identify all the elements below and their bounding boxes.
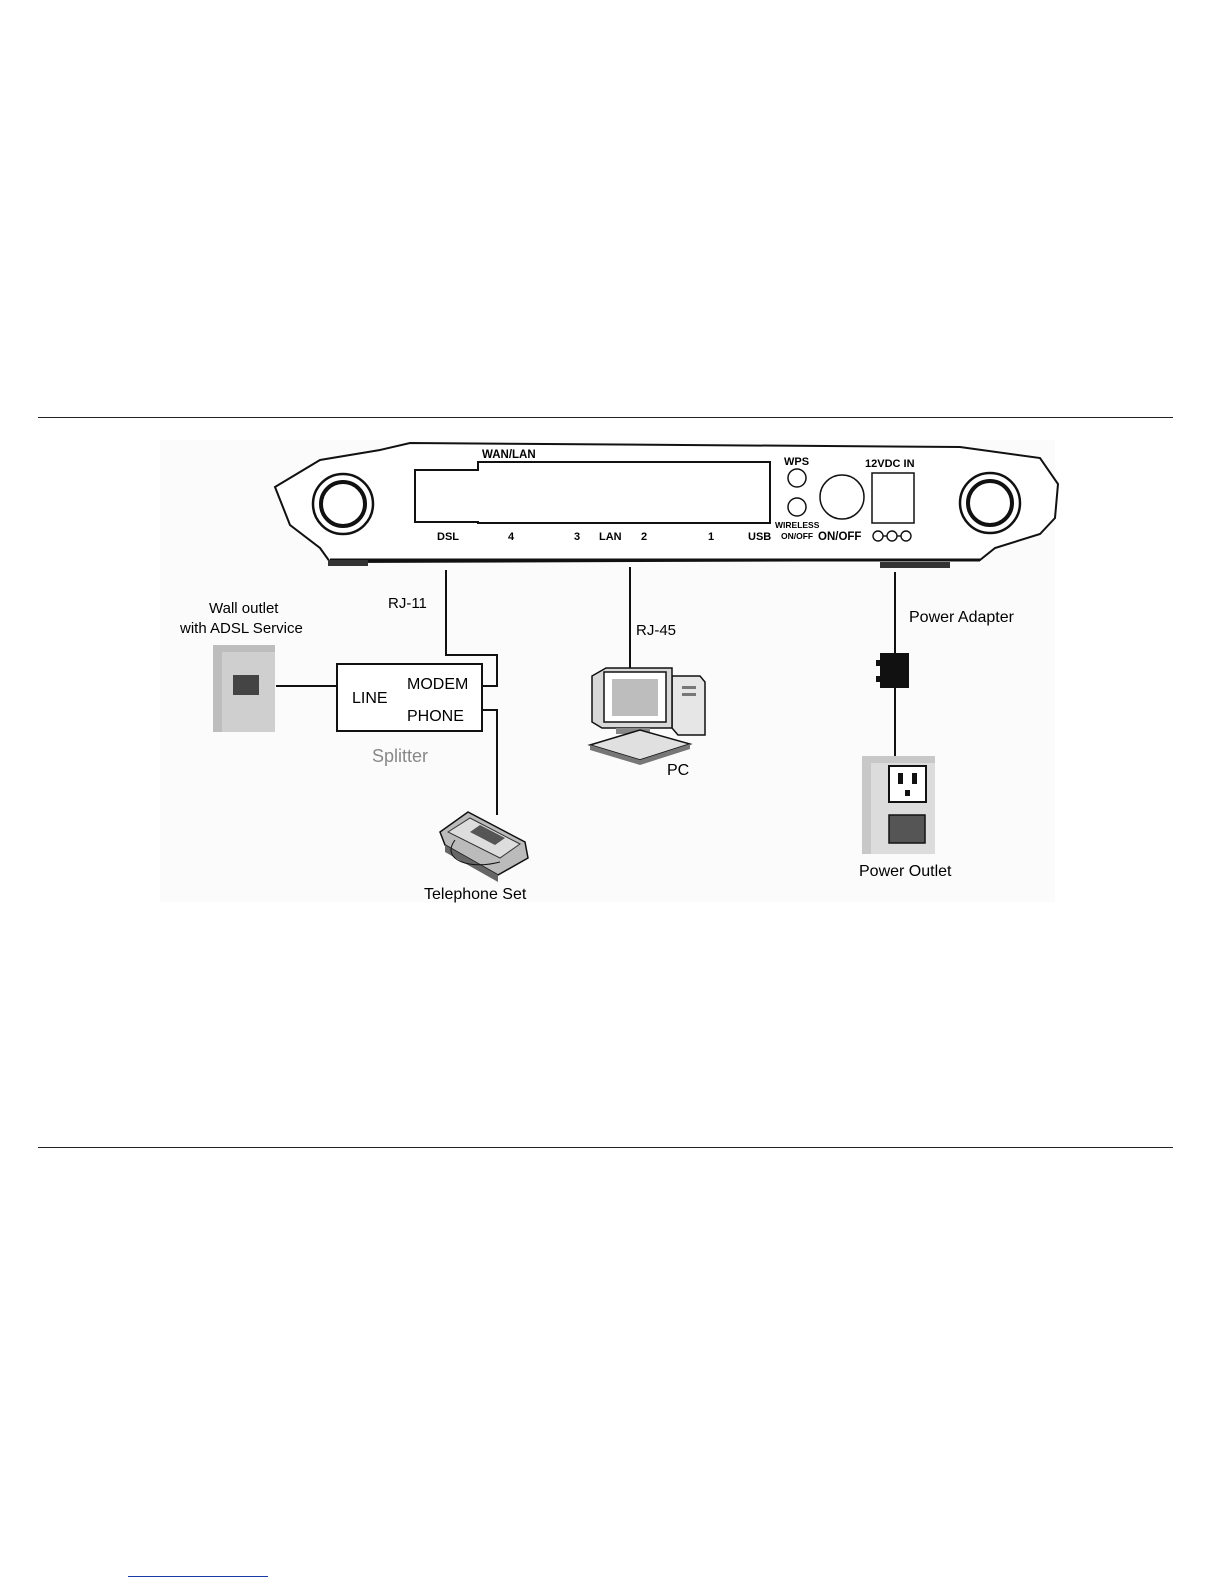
router-rear-panel: WAN/LAN WPS 12VDC IN DSL 4 3 LAN 2 1 USB… bbox=[275, 443, 1058, 568]
port-window bbox=[415, 462, 770, 523]
splitter-phone-label: PHONE bbox=[407, 708, 464, 725]
splitter-modem-label: MODEM bbox=[407, 676, 468, 693]
lan2-port-label: 2 bbox=[641, 531, 647, 543]
antenna-left-icon bbox=[313, 474, 373, 534]
dsl-port-label: DSL bbox=[437, 531, 459, 543]
wireless-button-icon bbox=[788, 498, 806, 516]
power-in-label: 12VDC IN bbox=[865, 458, 915, 470]
power-adapter-label: Power Adapter bbox=[909, 609, 1015, 626]
splitter-caption: Splitter bbox=[372, 746, 428, 766]
power-adapter-icon bbox=[876, 653, 909, 688]
splitter-line-label: LINE bbox=[352, 690, 388, 707]
router-foot-right bbox=[880, 562, 950, 568]
pc-caption: PC bbox=[667, 762, 689, 779]
power-switch-label: ON/OFF bbox=[818, 531, 861, 543]
power-switch-icon bbox=[820, 475, 864, 519]
wireless-label-line1: WIRELESS bbox=[775, 520, 820, 530]
footer-link-underline bbox=[128, 1576, 268, 1577]
antenna-right-icon bbox=[960, 473, 1020, 533]
wall-outlet-label-line2: with ADSL Service bbox=[179, 620, 303, 637]
power-outlet-icon bbox=[862, 756, 935, 854]
lan3-port-label: 3 bbox=[574, 531, 580, 543]
router-foot-left bbox=[328, 560, 368, 566]
rj45-label: RJ-45 bbox=[636, 622, 676, 639]
wall-outlet-icon bbox=[213, 645, 275, 732]
telephone-caption: Telephone Set bbox=[424, 886, 527, 903]
lan1-port-label: 1 bbox=[708, 531, 714, 543]
rj11-label: RJ-11 bbox=[388, 595, 427, 612]
wps-label: WPS bbox=[784, 456, 809, 468]
wireless-label-line2: ON/OFF bbox=[781, 531, 813, 541]
dc-jack-icon bbox=[872, 473, 914, 523]
wan-lan-label: WAN/LAN bbox=[482, 449, 536, 461]
power-outlet-caption: Power Outlet bbox=[859, 863, 952, 880]
usb-port-label: USB bbox=[748, 531, 771, 543]
lan4-port-label: 4 bbox=[508, 531, 515, 543]
wall-outlet-label-line1: Wall outlet bbox=[209, 600, 279, 617]
wps-button-icon bbox=[788, 469, 806, 487]
lan-group-label: LAN bbox=[599, 531, 622, 543]
